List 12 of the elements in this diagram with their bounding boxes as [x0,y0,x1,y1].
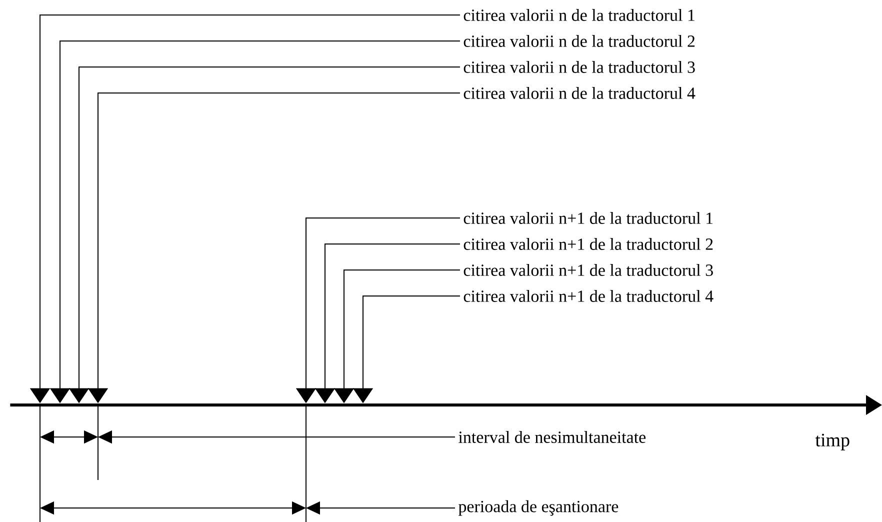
reading-label: interval de nesimultaneitate [458,431,646,443]
reading-label: citirea valorii n+1 de la traductorul 3 [464,264,713,276]
reading-label: citirea valorii n de la traductorul 2 [464,35,695,47]
reading-label: citirea valorii n+1 de la traductorul 2 [464,238,713,250]
time-axis [10,395,882,415]
reading-label: citirea valorii n de la traductorul 4 [464,87,696,99]
axis-label: timp [815,434,850,450]
reading-label: citirea valorii n+1 de la traductorul 1 [464,212,713,224]
reading-label: citirea valorii n de la traductorul 3 [464,61,695,73]
reading-label: perioada de eşantionare [458,500,618,516]
reading-label: citirea valorii n de la traductorul 1 [464,9,694,21]
reading-label: citirea valorii n+1 de la traductorul 4 [464,290,714,302]
